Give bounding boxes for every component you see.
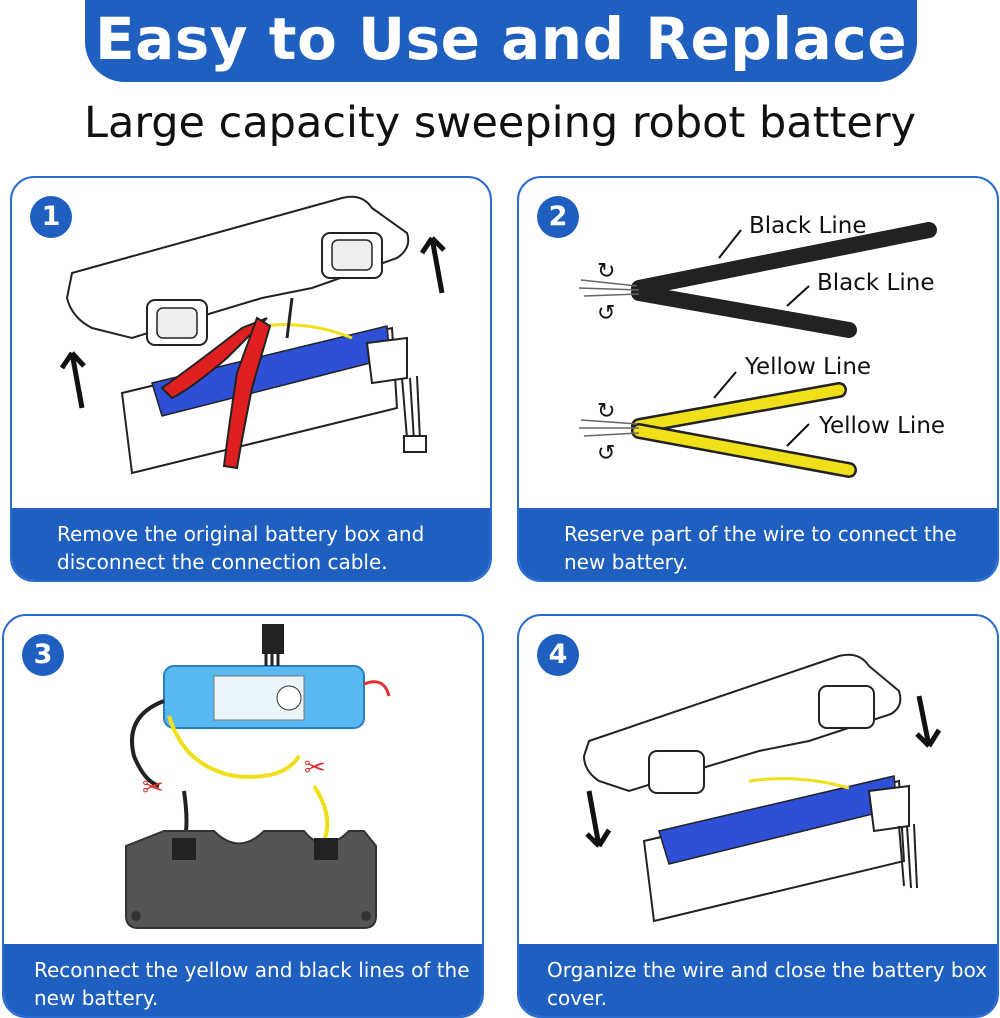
step-number-badge: 4 — [537, 634, 579, 676]
twist-icon: ↻ — [597, 259, 615, 284]
old-battery-box — [125, 830, 377, 929]
down-arrow-icon — [915, 695, 942, 748]
broken-link-icon: ✂ — [142, 773, 164, 803]
up-arrow-icon — [59, 351, 86, 409]
twist-icon: ↻ — [597, 399, 615, 424]
page-subtitle: Large capacity sweeping robot battery — [84, 98, 916, 148]
wire-illustration: ↻ ↺ ↻ ↺ Black Line Black Line Yellow Lin… — [578, 213, 945, 478]
reconnect-illustration: ✂ ✂ — [125, 624, 391, 929]
page-title: Easy to Use and Replace — [94, 5, 908, 73]
step-3-card: ✂ ✂ 3 Reconnect the yellow and black lin… — [2, 614, 484, 1018]
remove-battery-illustration — [59, 195, 446, 475]
step-2-card: ↻ ↺ ↻ ↺ Black Line Black Line Yellow Lin… — [517, 176, 999, 582]
wire-label: Black Line — [817, 270, 934, 296]
broken-link-icon: ✂ — [304, 753, 326, 783]
pliers-icon — [160, 317, 268, 400]
step-number-badge: 2 — [537, 196, 579, 238]
title-banner: Easy to Use and Replace — [85, 0, 917, 82]
twist-icon: ↺ — [597, 301, 615, 326]
up-arrow-icon — [419, 236, 446, 294]
step-number-badge: 3 — [22, 634, 64, 676]
wire-label: Yellow Line — [744, 354, 871, 380]
close-cover-illustration — [582, 653, 942, 923]
step-number-badge: 1 — [30, 196, 72, 238]
twist-icon: ↺ — [597, 441, 615, 466]
wire-label: Black Line — [749, 213, 866, 239]
step-2-caption: Reserve part of the wire to connect the … — [519, 508, 997, 580]
step-4-caption: Organize the wire and close the battery … — [519, 944, 997, 1016]
down-arrow-icon — [585, 790, 612, 848]
wire-label: Yellow Line — [818, 413, 945, 439]
step-4-card: 4 Organize the wire and close the batter… — [517, 614, 999, 1018]
step-1-card: 1 Remove the original battery box and di… — [10, 176, 492, 582]
step-1-caption: Remove the original battery box and disc… — [12, 508, 490, 580]
step-3-caption: Reconnect the yellow and black lines of … — [4, 944, 482, 1016]
